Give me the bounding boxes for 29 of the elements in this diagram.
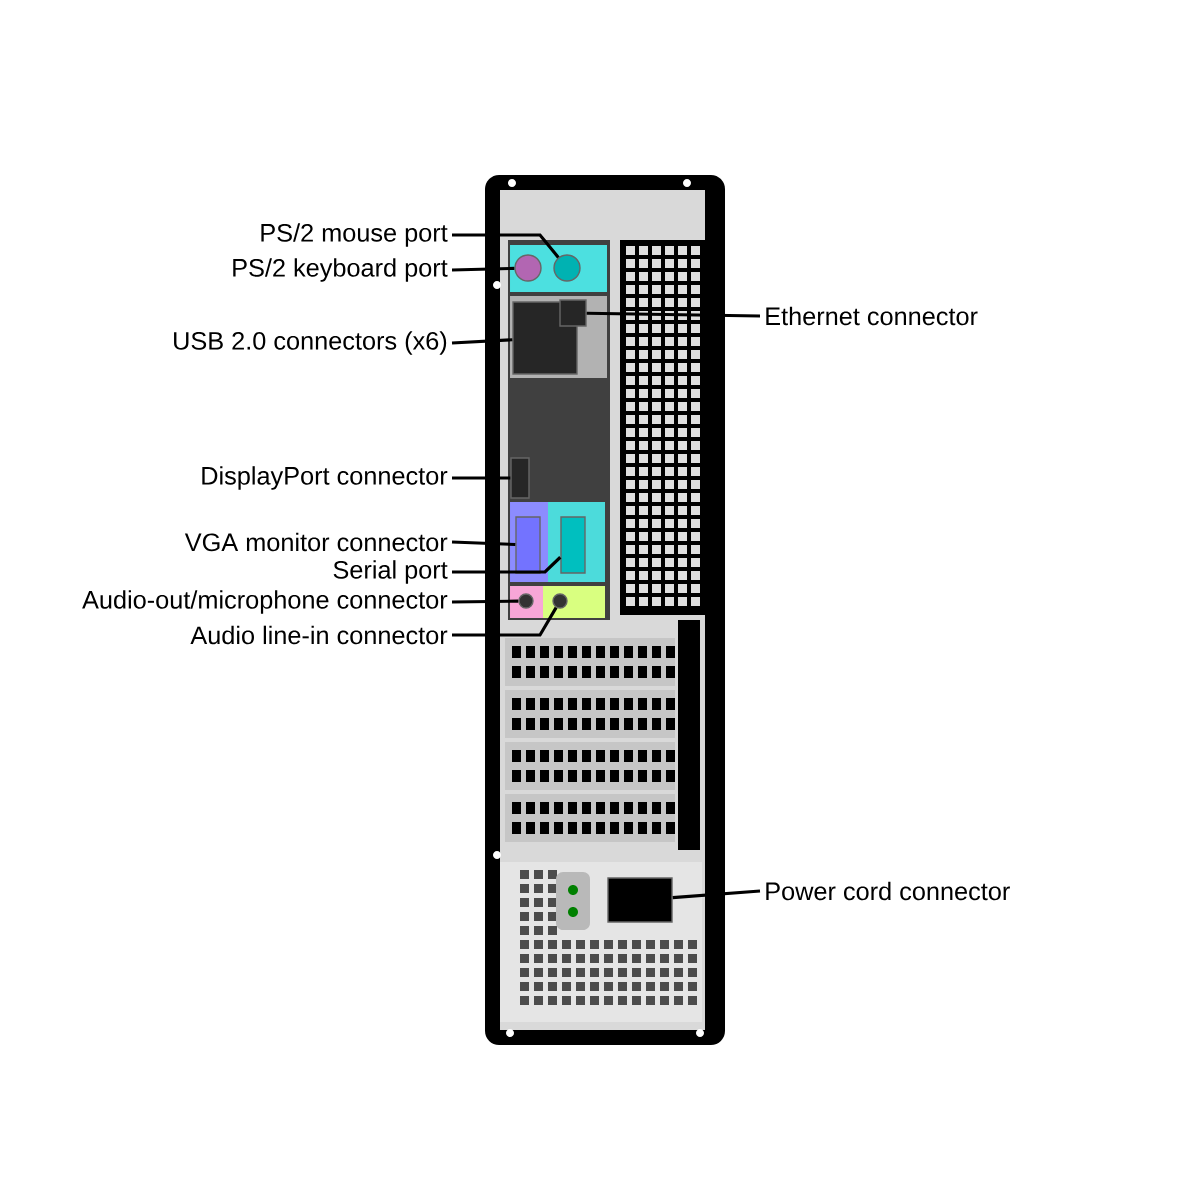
callout-label: Audio line-in connector [190,625,448,645]
ethernet-socket [559,299,587,327]
callout-label: Power cord connector [766,881,1010,901]
leader-line [451,266,515,272]
callout-label: DisplayPort connector [202,466,448,490]
leader-line [452,233,560,259]
callout-label: PS/2 keyboard port [233,258,448,282]
leader-line [452,476,511,480]
ps2-port [553,254,581,282]
serial-socket [560,516,586,574]
callout-label: Serial port [333,560,448,584]
power-socket [607,877,673,923]
ps2-port [514,254,542,282]
usb-ports [512,301,578,375]
callout-label: Audio-out/microphone connector [82,590,448,614]
displayport-socket [510,457,530,499]
audio-jack [518,593,534,609]
audio-jack [552,593,568,609]
leader-line [672,889,761,900]
leader-line [452,599,519,604]
leader-line [452,606,558,637]
leader-line [586,311,761,318]
callout-label: PS/2 mouse port [261,223,448,247]
callout-label: Ethernet connector [766,306,978,326]
callout-label: USB 2.0 connectors (x6) [174,331,447,355]
callout-label: VGA monitor connector [184,532,448,552]
leader-line [451,338,513,345]
leader-line [452,556,562,574]
leader-line [451,540,516,547]
